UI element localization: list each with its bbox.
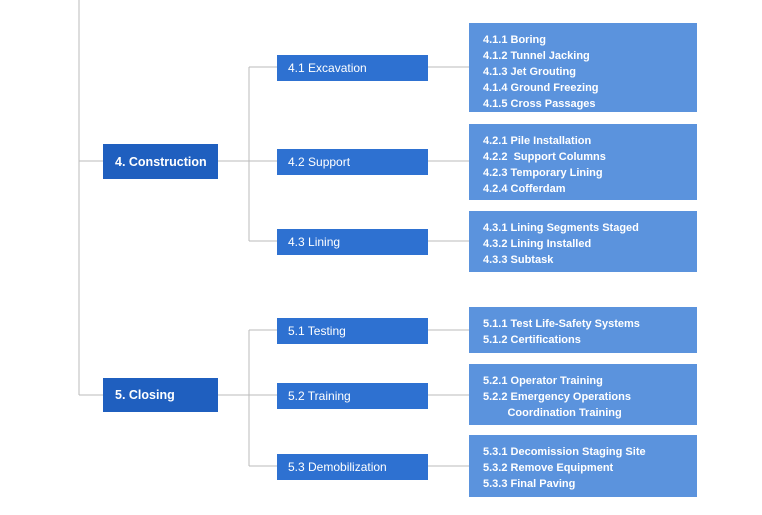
list-item: 4.3.1 Lining Segments Staged: [483, 222, 639, 234]
list-item: 4.3.2 Lining Installed: [483, 238, 592, 250]
phase-box-closing[interactable]: 5. Closing: [103, 378, 218, 412]
phase-box-construction[interactable]: 4. Construction: [103, 144, 218, 179]
group-box-testing[interactable]: 5.1 Testing: [277, 318, 428, 344]
list-item: 5.3.2 Remove Equipment: [483, 462, 614, 474]
items-box-training[interactable]: 5.2.1 Operator Training 5.2.2 Emergency …: [469, 364, 697, 425]
list-item: 5.2.2 Emergency Operations: [483, 391, 631, 403]
list-item: 5.3.1 Decomission Staging Site: [483, 446, 646, 458]
items-box-demobilization[interactable]: 5.3.1 Decomission Staging Site 5.3.2 Rem…: [469, 435, 697, 497]
items-box-excavation[interactable]: 4.1.1 Boring 4.1.2 Tunnel Jacking 4.1.3 …: [469, 23, 697, 112]
list-item: 4.1.4 Ground Freezing: [483, 82, 599, 94]
items-box-support[interactable]: 4.2.1 Pile Installation 4.2.2 Support Co…: [469, 124, 697, 200]
group-box-excavation[interactable]: 4.1 Excavation: [277, 55, 428, 81]
list-item: 5.1.1 Test Life-Safety Systems: [483, 318, 640, 330]
list-item: 4.1.2 Tunnel Jacking: [483, 50, 590, 62]
list-item: 4.3.3 Subtask: [483, 254, 554, 266]
list-item: 4.1.3 Jet Grouting: [483, 66, 576, 78]
list-item: 4.1.5 Cross Passages: [483, 98, 596, 110]
group-box-lining[interactable]: 4.3 Lining: [277, 229, 428, 255]
group-box-demobilization[interactable]: 5.3 Demobilization: [277, 454, 428, 480]
list-item: 4.2.4 Cofferdam: [483, 183, 566, 195]
list-item: 5.3.3 Final Paving: [483, 478, 576, 490]
list-item: 5.2.1 Operator Training: [483, 375, 603, 387]
list-item: 4.2.3 Temporary Lining: [483, 167, 603, 179]
group-box-support[interactable]: 4.2 Support: [277, 149, 428, 175]
items-box-lining[interactable]: 4.3.1 Lining Segments Staged 4.3.2 Linin…: [469, 211, 697, 272]
list-item: 5.1.2 Certifications: [483, 334, 581, 346]
group-box-training[interactable]: 5.2 Training: [277, 383, 428, 409]
list-item: Coordination Training: [483, 407, 622, 419]
list-item: 4.2.1 Pile Installation: [483, 135, 592, 147]
list-item: 4.1.1 Boring: [483, 34, 546, 46]
items-box-testing[interactable]: 5.1.1 Test Life-Safety Systems 5.1.2 Cer…: [469, 307, 697, 353]
list-item: 4.2.2 Support Columns: [483, 151, 606, 163]
